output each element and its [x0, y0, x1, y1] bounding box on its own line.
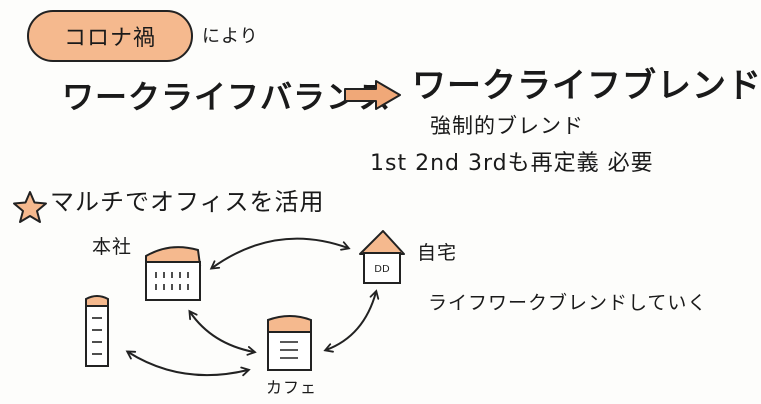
cafe-building-icon — [267, 315, 312, 371]
home-sign-text: DD — [374, 264, 390, 275]
forced-blend-text: 強制的ブレンド — [430, 114, 584, 138]
work-life-balance-text: ワークライフバランス — [62, 78, 392, 116]
headquarters-label: 本社 — [92, 236, 133, 258]
right-arrow-icon — [344, 80, 401, 110]
work-life-blend-text: ワークライフブレンド — [412, 66, 761, 106]
section-heading: マルチでオフィスを活用 — [50, 188, 325, 216]
star-icon — [13, 191, 47, 223]
redefine-places-text: 1st 2nd 3rdも再定義 必要 — [370, 151, 654, 176]
covid-bubble: コロナ禍 — [27, 10, 193, 62]
covid-bubble-text: コロナ禍 — [63, 26, 156, 51]
home-label: 自宅 — [417, 242, 458, 264]
left-cafe-arrow — [125, 350, 251, 377]
hq-home-arrow — [209, 237, 351, 270]
blend-note-text: ライフワークブレンドしていく — [428, 292, 708, 314]
header-suffix: により — [202, 26, 259, 47]
hq-cafe-arrow — [188, 309, 257, 356]
home-house-icon: DD — [359, 230, 405, 284]
headquarters-building-icon — [145, 246, 202, 301]
home-cafe-arrow — [323, 289, 380, 353]
left-building-icon — [85, 295, 109, 367]
cafe-label: カフェ — [266, 378, 318, 397]
